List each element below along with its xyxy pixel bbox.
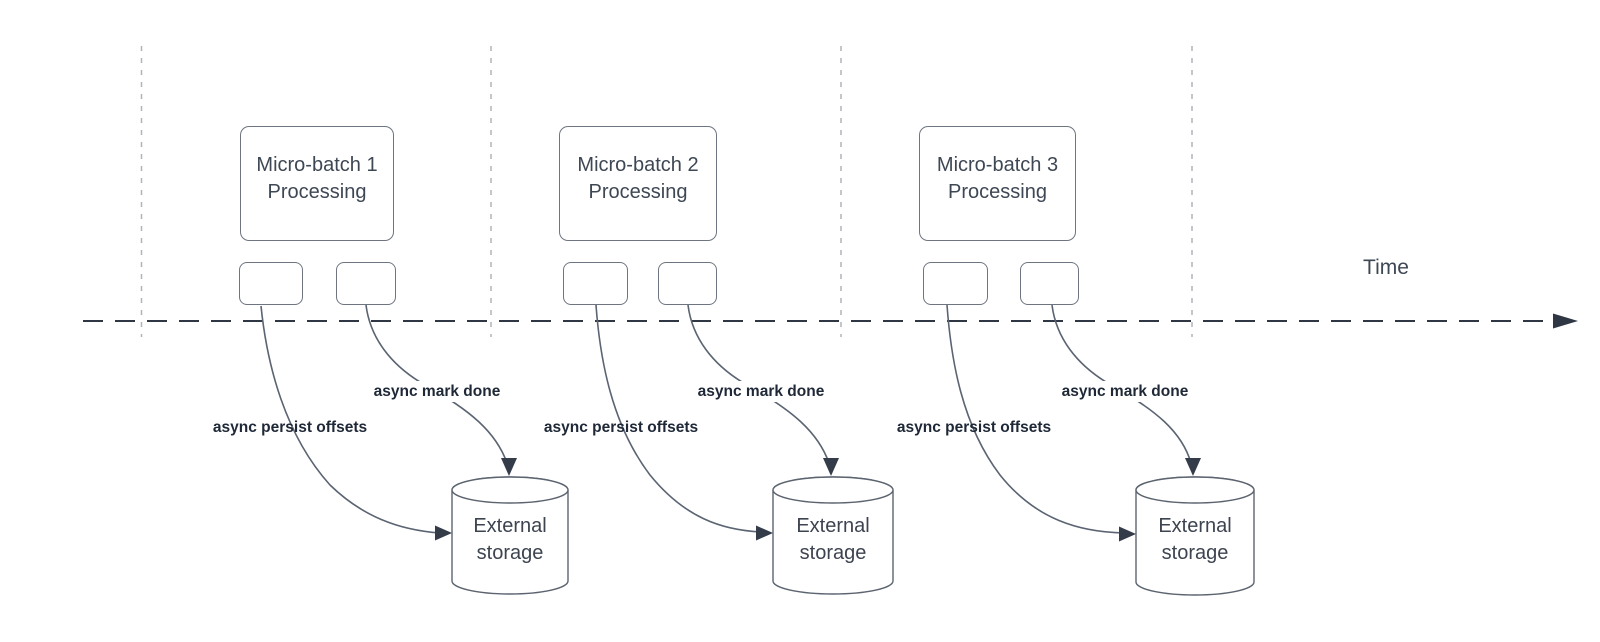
time-label: Time: [1363, 256, 1409, 279]
persist-arrowhead-3: [1119, 526, 1136, 542]
external-storage-label-3: External storage: [1135, 513, 1255, 567]
external-storage-label-2-line1: External: [796, 515, 870, 537]
micro-batch-2-processing-box: Micro-batch 2 Processing: [559, 126, 717, 241]
persist-offsets-curve-2: [595, 304, 762, 533]
persist-offsets-label-2: async persist offsets: [543, 419, 699, 436]
micro-batch-3-processing-box: Micro-batch 3 Processing: [919, 126, 1076, 241]
external-storage-label-1: External storage: [450, 513, 570, 567]
external-storage-label-1-line2: storage: [476, 542, 544, 564]
mark-done-label-1: async mark done: [362, 381, 512, 402]
external-storage-label-3-line1: External: [1158, 515, 1232, 537]
persist-arrowhead-1: [435, 525, 452, 541]
mark-done-arrowhead-1: [501, 458, 517, 476]
persist-arrowhead-2: [756, 525, 773, 541]
persist-offsets-label-3: async persist offsets: [896, 419, 1052, 436]
external-storage-cylinder-1-rim: [451, 476, 569, 504]
persist-offsets-label-1: async persist offsets: [212, 419, 368, 436]
micro-batch-2-title: Micro-batch 2: [577, 153, 699, 176]
micro-batch-1-title: Micro-batch 1: [256, 153, 378, 176]
mark-done-arrowhead-3: [1185, 458, 1201, 476]
micro-batch-1-processing-box: Micro-batch 1 Processing: [240, 126, 394, 241]
external-storage-label-2: External storage: [773, 513, 893, 567]
micro-batch-2-subtitle: Processing: [588, 180, 688, 203]
offset-write-box-2: [563, 262, 628, 305]
external-storage-cylinder-2-rim: [772, 476, 894, 504]
commit-write-box-1: [336, 262, 396, 305]
mark-done-arrowhead-2: [823, 458, 839, 476]
commit-write-box-3: [1020, 262, 1079, 305]
mark-done-label-2: async mark done: [686, 381, 836, 402]
offset-write-box-3: [923, 262, 988, 305]
micro-batch-3-subtitle: Processing: [948, 180, 1047, 203]
persist-offsets-curve-1: [260, 305, 441, 534]
mark-done-label-3: async mark done: [1050, 381, 1200, 402]
offset-write-box-1: [239, 262, 303, 305]
persist-offsets-curve-3: [946, 304, 1125, 534]
external-storage-label-3-line2: storage: [1161, 542, 1229, 564]
commit-write-box-2: [658, 262, 717, 305]
micro-batch-3-title: Micro-batch 3: [936, 153, 1059, 176]
external-storage-label-1-line1: External: [473, 515, 547, 537]
external-storage-label-2-line2: storage: [799, 542, 867, 564]
time-axis-arrowhead: [1553, 313, 1578, 329]
micro-batch-1-subtitle: Processing: [267, 180, 367, 203]
external-storage-cylinder-3-rim: [1135, 476, 1255, 504]
